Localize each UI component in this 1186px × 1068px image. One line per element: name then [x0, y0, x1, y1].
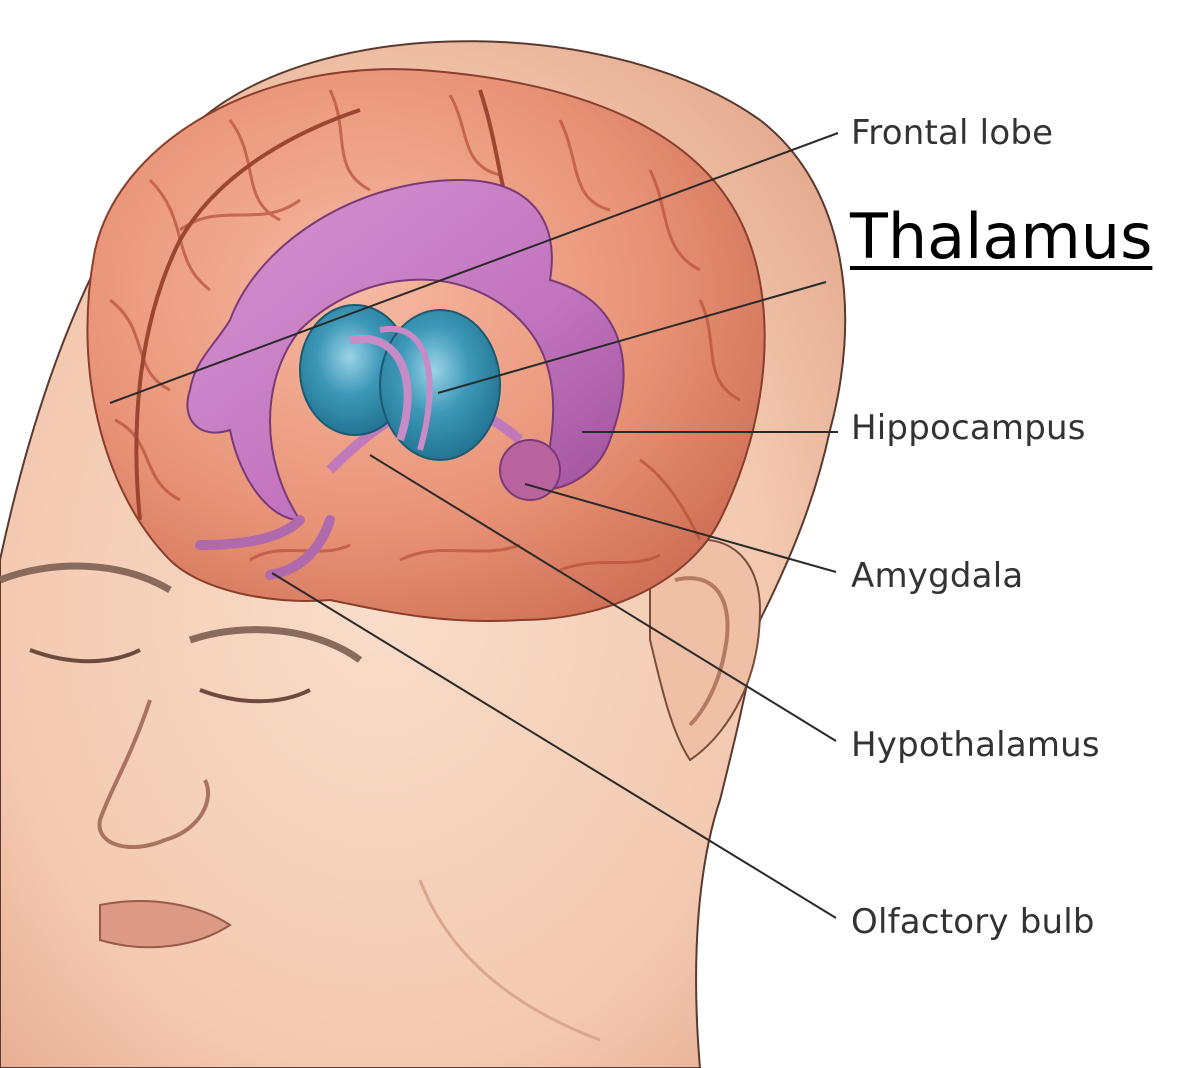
- label-olfactory-bulb: Olfactory bulb: [851, 902, 1095, 942]
- label-amygdala: Amygdala: [851, 556, 1023, 596]
- label-hippocampus: Hippocampus: [851, 408, 1086, 448]
- title-thalamus: Thalamus: [850, 200, 1152, 273]
- label-hypothalamus: Hypothalamus: [851, 725, 1100, 765]
- label-frontal-lobe: Frontal lobe: [851, 113, 1053, 153]
